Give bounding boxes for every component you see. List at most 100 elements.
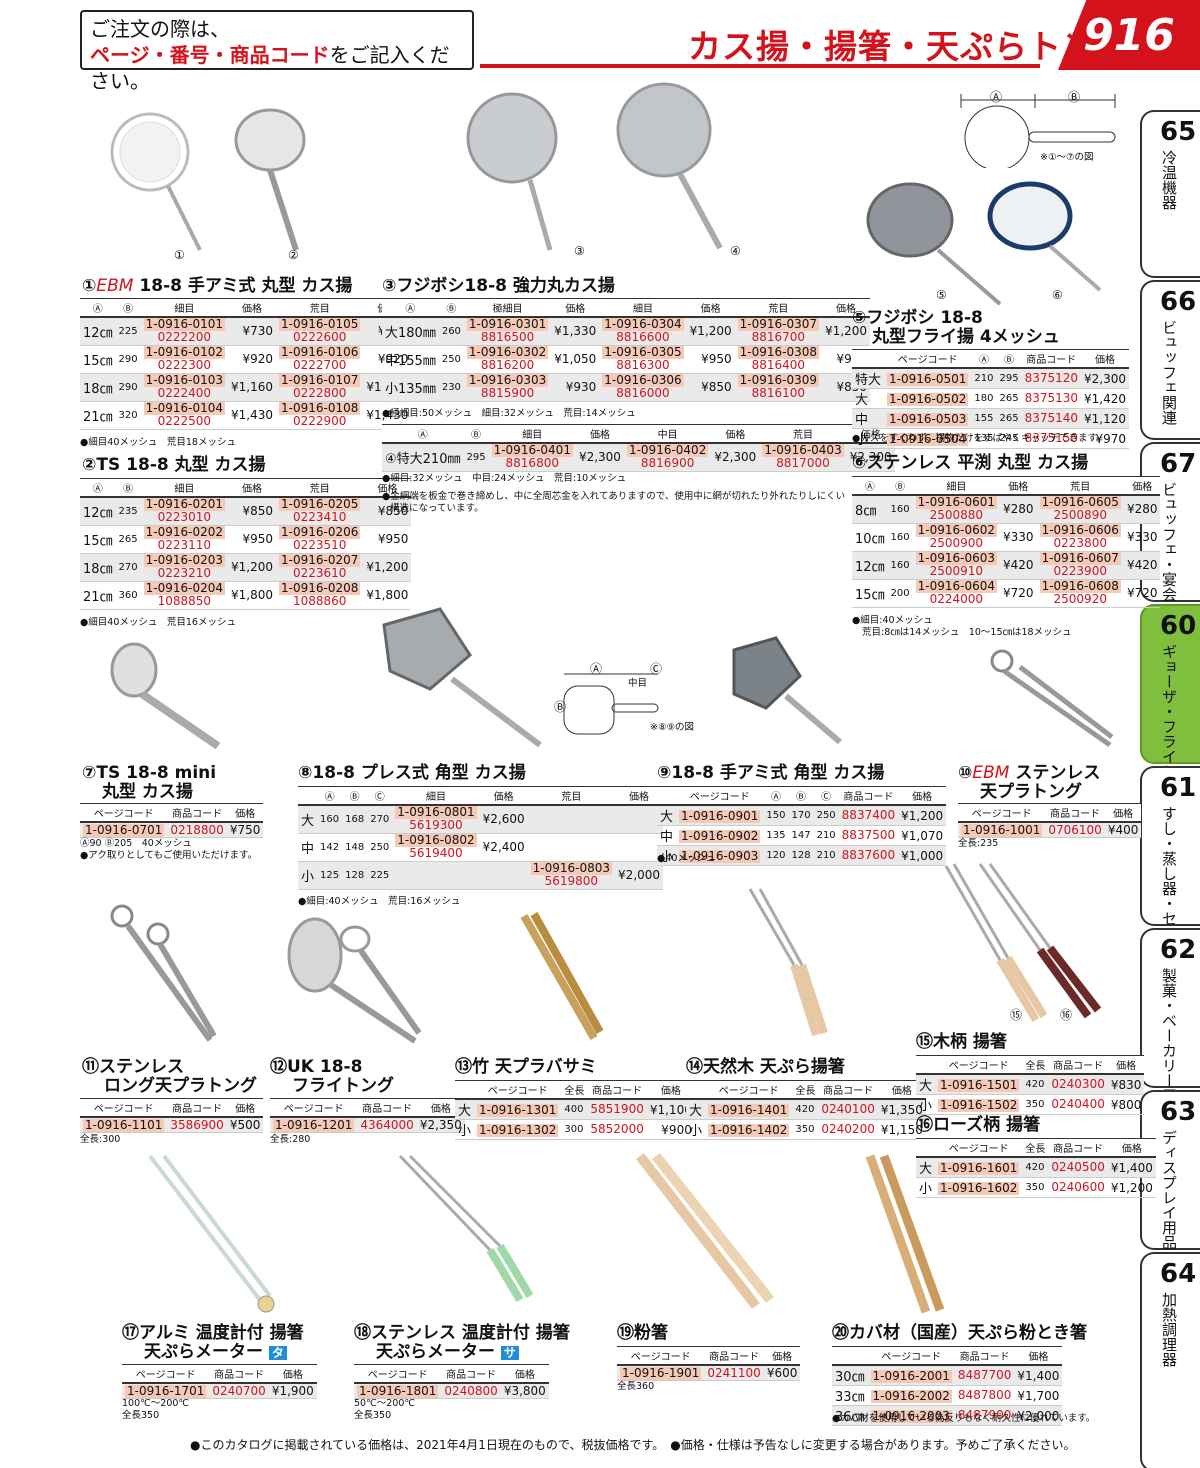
chopsticks-illustration-19: [636, 1152, 774, 1310]
section-17-title: ⑰アルミ 温度計付 揚箸: [122, 1323, 304, 1343]
section-14-title: ⑭天然木 天ぷら揚箸: [686, 1057, 845, 1077]
section-11-subtitle: ロング天プラトング: [104, 1076, 257, 1096]
section-12-title: ⑫UK 18-8: [270, 1057, 363, 1077]
label-16: ⑯: [1060, 1008, 1073, 1022]
label-1: ①: [174, 248, 185, 262]
diagram2-b: Ⓑ: [554, 700, 567, 714]
tong-illustration-11: [110, 904, 217, 1042]
note-19: 全長360: [617, 1381, 655, 1392]
diagram1-a: Ⓐ: [990, 90, 1003, 104]
thermometer-chopsticks-illustration-18: [398, 1154, 534, 1303]
note-8: ●細目:40メッシュ 荒目:16メッシュ: [298, 896, 461, 907]
section-2-title: ②TS 18-8 丸型 カス揚: [82, 455, 266, 475]
tong-illustration-12: [287, 917, 422, 1044]
square-strainer-illustration-9: [732, 636, 842, 745]
section-3-title: ③フジボシ18-8 強力丸カス揚: [382, 276, 615, 296]
section-17-subtitle: 天ぷらメーター タ: [144, 1342, 287, 1363]
section-12-subtitle: フライトング: [292, 1076, 394, 1096]
dimension-diagram-2: [563, 673, 659, 735]
chopsticks-illustration-20: [865, 1154, 945, 1314]
note-18b: 全長350: [354, 1410, 392, 1421]
order-notice: ご注文の際は、 ページ・番号・商品コードをご記入ください。: [80, 10, 474, 93]
note-17b: 全長350: [122, 1410, 160, 1421]
square-strainer-illustration-8: [382, 607, 542, 748]
label-6: ⑥: [1052, 288, 1063, 302]
section-20-title: ⑳カバ材（国産）天ぷら粉とき箸: [832, 1323, 1087, 1343]
section-5-subtitle: 丸型フライ揚 4メッシュ: [872, 327, 1060, 347]
chopsticks-illustration-14: [748, 888, 828, 1037]
note-4c: 構造になっています。: [390, 503, 484, 514]
section-9-title: ⑨18-8 手アミ式 角型 カス揚: [657, 763, 885, 783]
note-4a: ●細目:32メッシュ 中目:24メッシュ 荒目:10メッシュ: [382, 473, 627, 484]
badge-17: タ: [268, 1346, 287, 1360]
note-7b: ●アク取りとしてもご使用いただけます。: [80, 850, 258, 861]
note-17a: 100℃～200℃: [122, 1398, 190, 1409]
tong-illustration-10: [990, 649, 1114, 748]
section-16-title: ⑯ローズ柄 揚箸: [916, 1115, 1041, 1135]
note-5: ●カスをすくわず、揚物だけをすばやくキャッチできます。: [852, 433, 1106, 444]
notice-tail: をご記入ください。: [90, 43, 450, 93]
note-2: ●細目40メッシュ 荒目16メッシュ: [80, 617, 236, 628]
bamboo-tongs-illustration-13: [520, 912, 604, 1040]
notice-line1: ご注文の際は、: [90, 17, 230, 41]
diagram2-c: Ⓒ: [650, 662, 663, 676]
diagram2-a: Ⓐ: [590, 662, 603, 676]
chopsticks-illustrations-15-16: [944, 863, 1102, 1023]
note-3: ●極細目:50メッシュ 細目:32メッシュ 荒目:14メッシュ: [382, 408, 636, 419]
section-15-title: ⑮木柄 揚箸: [916, 1032, 1007, 1052]
section-18-title: ⑱ステンレス 温度計付 揚箸: [354, 1323, 570, 1343]
footer-notice: ●このカタログに掲載されている価格は、2021年4月1日現在のもので、税抜価格で…: [190, 1438, 1076, 1452]
thermometer-chopsticks-illustration-17: [148, 1154, 275, 1313]
dimension-diagram-1: [960, 94, 1116, 168]
